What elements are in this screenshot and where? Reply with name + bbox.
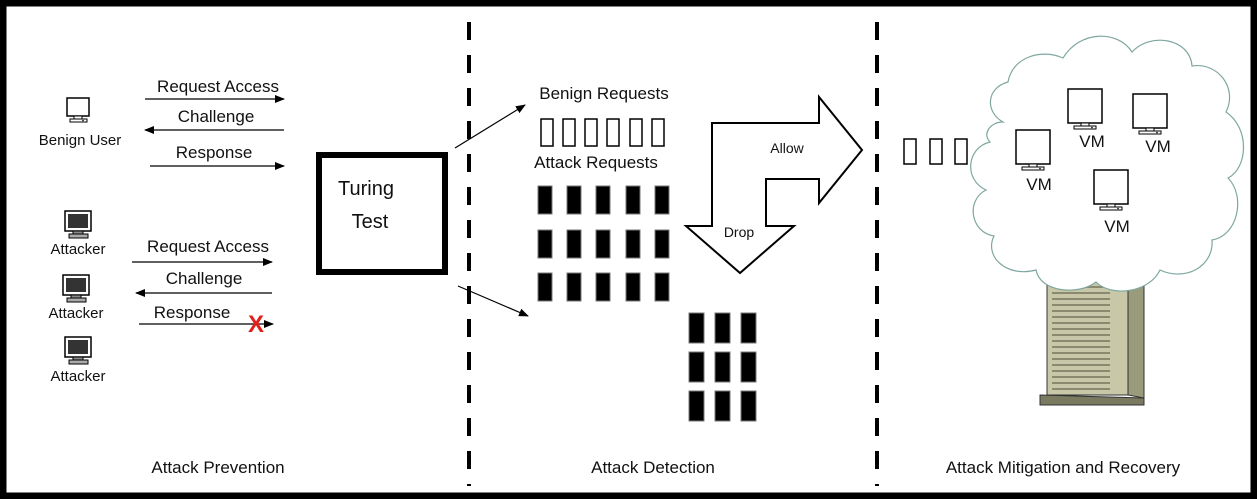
- attacker-computer-icon-1: [64, 210, 92, 239]
- server-slot: [1052, 370, 1110, 372]
- server-slot: [1052, 382, 1110, 384]
- section-label-detection: Attack Detection: [591, 458, 715, 477]
- benign-request-label: Request Access: [157, 77, 279, 96]
- server-tower-icon: [1039, 249, 1145, 406]
- vm-label-1: VM: [1079, 132, 1105, 151]
- server-slot: [1052, 298, 1110, 300]
- allowed-packet: [903, 138, 917, 165]
- attack-packet: [537, 185, 553, 215]
- allowed-packet: [929, 138, 943, 165]
- attack-packet: [566, 229, 582, 259]
- benign-user-computer-icon: [66, 97, 90, 123]
- dropped-packet: [714, 312, 731, 344]
- attacker-label-3: Attacker: [50, 368, 105, 385]
- benign-challenge-label: Challenge: [178, 107, 255, 126]
- attacker-response-label: Response: [154, 303, 231, 322]
- benign-packet: [584, 118, 598, 147]
- benign-packet: [562, 118, 576, 147]
- attacker-challenge-label: Challenge: [166, 269, 243, 288]
- server-slot: [1052, 304, 1110, 306]
- allow-label: Allow: [770, 140, 804, 156]
- vm-computer-icon-4: [1093, 169, 1129, 211]
- server-slot: [1052, 376, 1110, 378]
- benign-requests-label: Benign Requests: [539, 84, 668, 103]
- server-slot: [1052, 292, 1110, 294]
- benign-packet: [629, 118, 643, 147]
- server-slot: [1052, 352, 1110, 354]
- blocked-x-mark: X: [248, 311, 264, 338]
- allow-drop-arrow: [683, 94, 864, 275]
- attacker-label-2: Attacker: [48, 305, 103, 322]
- attack-packet: [625, 185, 641, 215]
- vm-computer-icon-2: [1132, 93, 1168, 135]
- attack-packet: [595, 272, 611, 302]
- turing-test-line1: Turing: [338, 178, 394, 200]
- attacker-computer-icon-2: [62, 274, 90, 303]
- dropped-packet: [714, 351, 731, 383]
- server-slot: [1052, 346, 1110, 348]
- benign-user-label: Benign User: [39, 132, 122, 149]
- attack-requests-label: Attack Requests: [534, 153, 658, 172]
- server-slot: [1052, 310, 1110, 312]
- attack-packet: [654, 272, 670, 302]
- server-slot: [1052, 334, 1110, 336]
- dropped-packet: [714, 390, 731, 422]
- benign-response-label: Response: [176, 143, 253, 162]
- section-label-mitigation: Attack Mitigation and Recovery: [946, 458, 1181, 477]
- dropped-packet: [688, 351, 705, 383]
- server-slot: [1052, 340, 1110, 342]
- benign-flow-arrow: [454, 104, 526, 149]
- cloud-shape: [970, 35, 1245, 292]
- vm-label-3: VM: [1026, 175, 1052, 194]
- server-slot: [1052, 322, 1110, 324]
- benign-packet: [606, 118, 620, 147]
- vm-label-4: VM: [1104, 217, 1130, 236]
- vm-computer-icon-3: [1015, 129, 1051, 171]
- vm-label-2: VM: [1145, 137, 1171, 156]
- dropped-packet: [740, 312, 757, 344]
- drop-label: Drop: [724, 224, 755, 240]
- turing-test-box: [316, 152, 448, 275]
- benign-request-packets: [540, 118, 665, 147]
- attacker-request-label: Request Access: [147, 237, 269, 256]
- attack-packet: [625, 272, 641, 302]
- benign-packet: [540, 118, 554, 147]
- attack-packet: [566, 185, 582, 215]
- server-slot: [1052, 358, 1110, 360]
- dropped-packet: [688, 312, 705, 344]
- allowed-packet: [954, 138, 968, 165]
- server-slot: [1052, 364, 1110, 366]
- benign-packet: [651, 118, 665, 147]
- server-slot: [1052, 328, 1110, 330]
- attacker-label-1: Attacker: [50, 241, 105, 258]
- attack-request-packets: [537, 185, 670, 302]
- vm-computer-icon-1: [1067, 88, 1103, 130]
- server-slot: [1052, 388, 1110, 390]
- attack-packet: [654, 229, 670, 259]
- attack-packet: [566, 272, 582, 302]
- dropped-packet: [688, 390, 705, 422]
- dropped-packet: [740, 351, 757, 383]
- attack-packet: [537, 229, 553, 259]
- allowed-request-packets: [903, 138, 968, 165]
- dropped-packet: [740, 390, 757, 422]
- attack-packet: [595, 185, 611, 215]
- attack-packet: [537, 272, 553, 302]
- section-label-prevention-visible: Attack Prevention: [151, 458, 284, 477]
- turing-test-line2: Test: [352, 211, 389, 233]
- attack-flow-arrow: [457, 285, 529, 317]
- attack-packet: [625, 229, 641, 259]
- attack-packet: [595, 229, 611, 259]
- attacker-computer-icon-3: [64, 336, 92, 365]
- dropped-request-packets: [688, 312, 757, 422]
- server-slot: [1052, 316, 1110, 318]
- attack-packet: [654, 185, 670, 215]
